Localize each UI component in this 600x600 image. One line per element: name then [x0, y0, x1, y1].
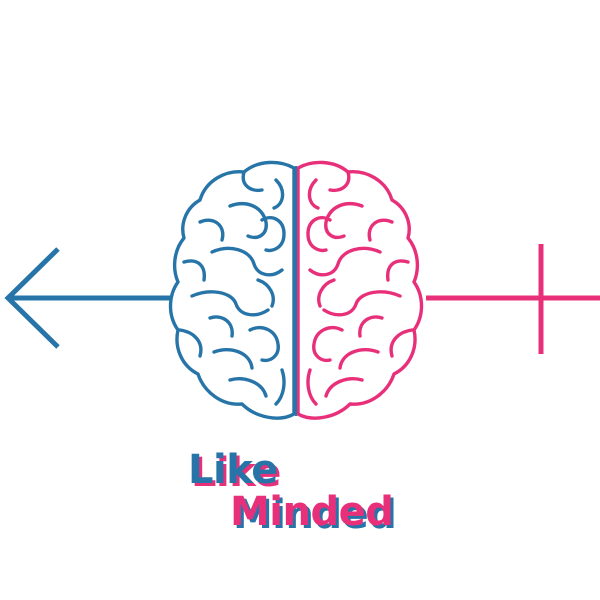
- right-fold: [306, 170, 414, 406]
- brain-icon: [168, 160, 424, 420]
- right-hemisphere-outline: [296, 160, 424, 420]
- like-text: Like: [188, 447, 278, 493]
- minded-text: Minded: [230, 489, 393, 535]
- minded-text-shadow: Minded: [233, 492, 396, 538]
- left-fold: [178, 170, 286, 406]
- like-text-shadow: Like: [191, 450, 281, 496]
- logo-text: Like Like Minded Minded: [188, 447, 397, 538]
- male-arrow-icon: [4, 247, 172, 349]
- female-cross-icon: [426, 244, 600, 354]
- left-hemisphere-outline: [168, 160, 296, 420]
